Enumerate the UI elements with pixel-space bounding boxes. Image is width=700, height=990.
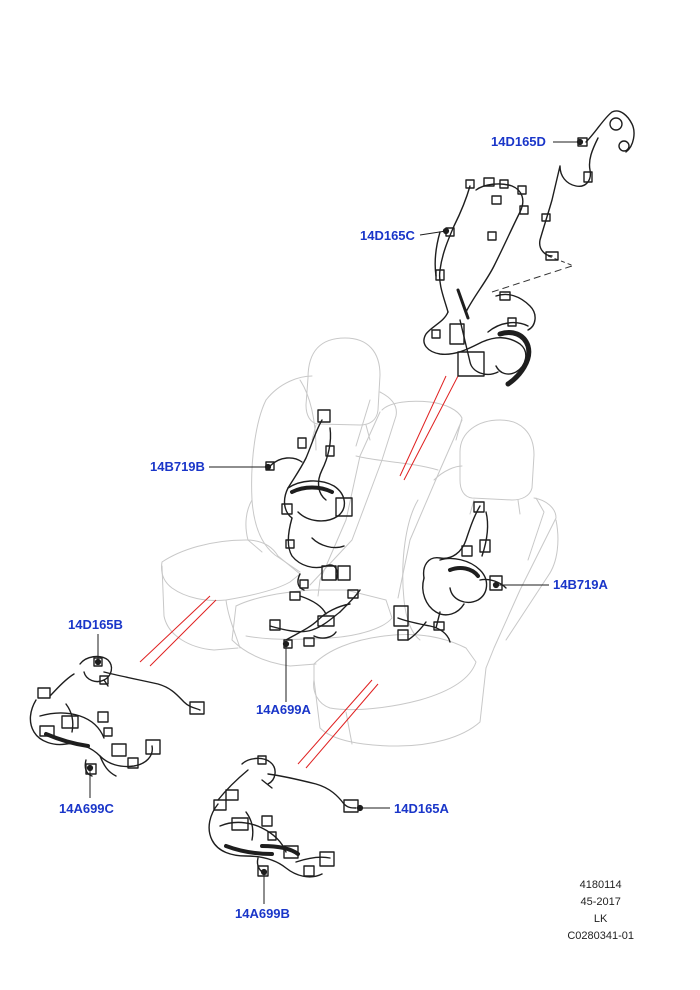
callout-14d165c[interactable]: 14D165C [360, 228, 415, 243]
callout-14a699a[interactable]: 14A699A [256, 702, 311, 717]
harness-14b719a [393, 501, 507, 643]
reference-number: 4180114 [579, 879, 622, 891]
harness-14a699a [269, 589, 361, 649]
reference-author-code: LK [593, 913, 608, 925]
reference-illustration-id: C0280341-01 [567, 930, 634, 942]
callout-14a699b[interactable]: 14A699B [235, 906, 290, 921]
explode-lines [139, 375, 459, 769]
callout-14d165d[interactable]: 14D165D [491, 134, 546, 149]
leader-lines [86, 138, 584, 904]
callout-14d165b[interactable]: 14D165B [68, 617, 123, 632]
callout-14a699c[interactable]: 14A699C [59, 801, 114, 816]
harness-14d165c [423, 177, 536, 387]
harness-14b719b [265, 409, 353, 591]
dashed-connector-line [491, 265, 573, 293]
callout-14d165a[interactable]: 14D165A [394, 801, 449, 816]
reference-date-code: 45-2017 [580, 896, 621, 908]
reference-block: 4180114 45-2017 LK C0280341-01 [567, 877, 634, 945]
harness-14a699c [29, 699, 161, 777]
dashed-connector-line [547, 255, 575, 267]
harness-14d165b [37, 655, 205, 715]
harness-14a699b [208, 799, 335, 878]
harness-14d165d [538, 110, 635, 261]
seat-outline [161, 337, 559, 747]
callout-14b719b[interactable]: 14B719B [150, 459, 205, 474]
callout-14b719a[interactable]: 14B719A [553, 577, 608, 592]
harness-14d165a [217, 755, 359, 813]
